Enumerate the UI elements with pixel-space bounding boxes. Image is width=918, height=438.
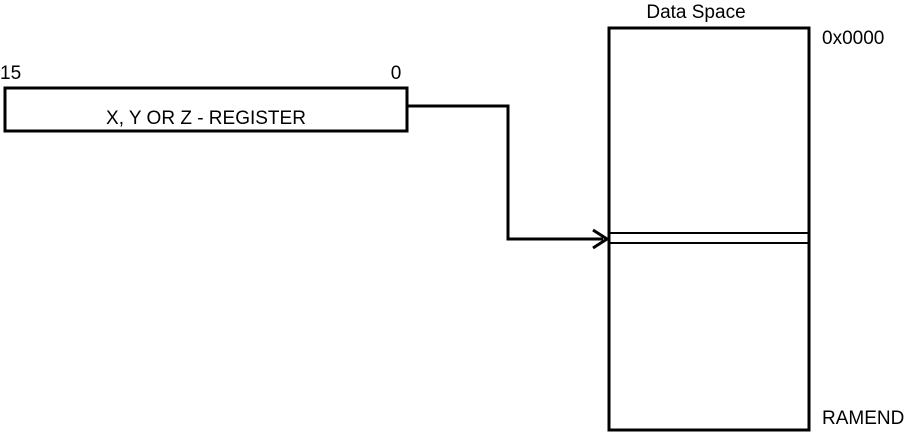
register-box xyxy=(3,86,409,133)
register-label: X, Y OR Z - REGISTER xyxy=(106,108,306,129)
end-address-label: RAMEND xyxy=(822,408,904,429)
register-low-bit-label: 0 xyxy=(391,63,402,84)
register-high-bit-label: 15 xyxy=(0,63,21,84)
pointer-connector-line xyxy=(408,104,603,241)
data-space-block xyxy=(607,26,811,432)
data-space-title: Data Space xyxy=(646,2,745,23)
start-address-label: 0x0000 xyxy=(822,28,884,49)
pointer-arrowhead xyxy=(592,228,610,250)
